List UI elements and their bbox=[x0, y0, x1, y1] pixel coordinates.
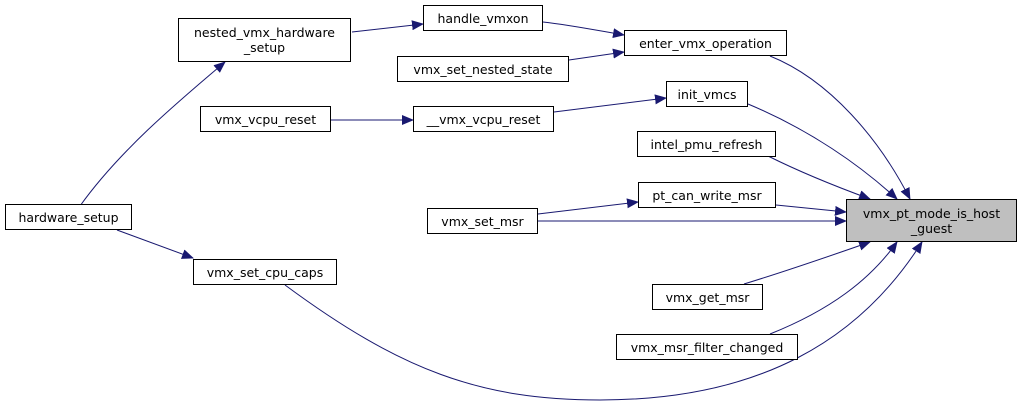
edge-handle-vmxon-to-enter-vmx-operation bbox=[542, 21, 625, 39]
node-init-vmcs[interactable]: init_vmcs bbox=[666, 81, 748, 107]
edge-init-vmcs-to-vmx-pt-mode-is-host-guest bbox=[747, 103, 898, 200]
node-vmx-set-msr[interactable]: vmx_set_msr bbox=[427, 208, 538, 234]
edge-vmx-set-msr-to-pt-can-write-msr bbox=[537, 198, 639, 215]
node-vmx-pt-mode-is-host-guest: vmx_pt_mode_is_host _guest bbox=[846, 199, 1017, 242]
node-nested-vmx-hardware-setup[interactable]: nested_vmx_hardware _setup bbox=[178, 18, 351, 62]
edge-nested-vmx-hardware-setup-to-handle-vmxon bbox=[351, 20, 424, 33]
node-vmx-get-msr[interactable]: vmx_get_msr bbox=[652, 284, 763, 310]
node-intel-pmu-refresh[interactable]: intel_pmu_refresh bbox=[637, 131, 776, 157]
node-label-line: vmx_set_msr bbox=[441, 213, 524, 229]
edge-vmx-msr-filter-changed-to-vmx-pt-mode-is-host-guest bbox=[769, 241, 898, 335]
edge-vmx-set-nested-state-to-enter-vmx-operation bbox=[568, 48, 625, 61]
node-vmx-vcpu-reset[interactable]: vmx_vcpu_reset bbox=[200, 106, 331, 132]
edge-enter-vmx-operation-to-vmx-pt-mode-is-host-guest bbox=[769, 55, 911, 200]
node-label-line: enter_vmx_operation bbox=[639, 35, 772, 51]
node-label-line: pt_can_write_msr bbox=[652, 187, 762, 203]
edge-hardware-setup-to-nested-vmx-hardware-setup bbox=[79, 61, 226, 207]
node-hardware-setup[interactable]: hardware_setup bbox=[5, 204, 132, 230]
node-label-line: vmx_get_msr bbox=[665, 289, 750, 305]
node-label-line: vmx_vcpu_reset bbox=[214, 111, 317, 127]
node-pt-can-write-msr[interactable]: pt_can_write_msr bbox=[638, 182, 776, 208]
node-handle-vmxon[interactable]: handle_vmxon bbox=[423, 5, 543, 31]
edge-intel-pmu-refresh-to-vmx-pt-mode-is-host-guest bbox=[767, 155, 871, 200]
edge-vmx-get-msr-to-vmx-pt-mode-is-host-guest bbox=[743, 240, 871, 285]
node-label-line: vmx_pt_mode_is_host bbox=[862, 205, 1001, 221]
node-label-line: vmx_set_nested_state bbox=[413, 61, 553, 77]
node-label-line: _setup bbox=[243, 40, 286, 55]
node-vmx-msr-filter-changed[interactable]: vmx_msr_filter_changed bbox=[616, 334, 798, 360]
edge-vmx-vcpu-reset-internal-to-init-vmcs bbox=[553, 94, 667, 113]
node-label-line: init_vmcs bbox=[677, 86, 737, 102]
node-label-line: __vmx_vcpu_reset bbox=[426, 111, 541, 127]
node-label-line: vmx_set_cpu_caps bbox=[206, 264, 324, 280]
node-label-line: _guest bbox=[910, 220, 953, 236]
node-label-line: vmx_msr_filter_changed bbox=[630, 339, 784, 355]
node-label-line: nested_vmx_hardware bbox=[194, 25, 335, 40]
node-vmx-vcpu-reset-internal[interactable]: __vmx_vcpu_reset bbox=[413, 106, 554, 132]
node-vmx-set-nested-state[interactable]: vmx_set_nested_state bbox=[397, 56, 569, 82]
node-vmx-set-cpu-caps[interactable]: vmx_set_cpu_caps bbox=[193, 259, 337, 285]
edge-vmx-set-cpu-caps-to-vmx-pt-mode-is-host-guest bbox=[284, 241, 923, 401]
node-label-line: hardware_setup bbox=[18, 209, 119, 225]
edge-hardware-setup-to-vmx-set-cpu-caps bbox=[116, 229, 194, 259]
edge-pt-can-write-msr-to-vmx-pt-mode-is-host-guest bbox=[775, 204, 847, 216]
node-label-line: intel_pmu_refresh bbox=[650, 136, 763, 152]
node-label-line: handle_vmxon bbox=[437, 10, 529, 26]
node-enter-vmx-operation[interactable]: enter_vmx_operation bbox=[624, 30, 787, 56]
